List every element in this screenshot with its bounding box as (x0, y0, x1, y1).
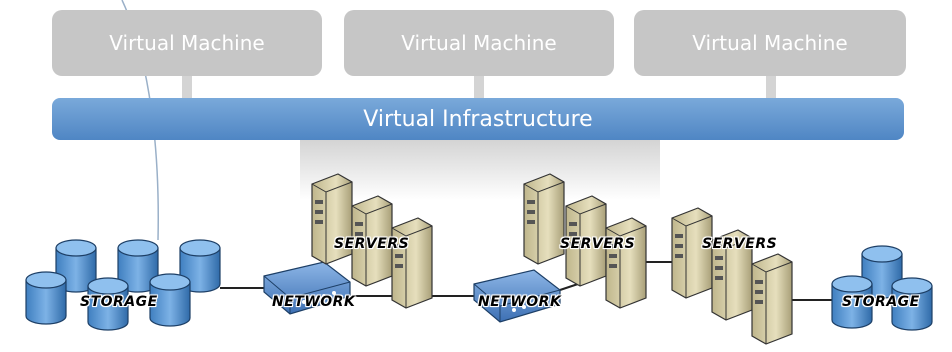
storage-right-label: STORAGE (842, 294, 920, 310)
vm-connector (182, 76, 192, 98)
vm-connector (474, 76, 484, 98)
storage-right-icon (831, 245, 933, 331)
storage-left-icon (25, 239, 221, 331)
network-left-label: NETWORK (272, 294, 356, 310)
servers-right-label: SERVERS (702, 236, 778, 252)
network-right-label: NETWORK (478, 294, 562, 310)
virtual-infrastructure-bar: Virtual Infrastructure (52, 98, 904, 140)
vm-connector (766, 76, 776, 98)
servers-mid-label: SERVERS (560, 236, 636, 252)
storage-left-label: STORAGE (80, 294, 158, 310)
virtual-machine-1: Virtual Machine (52, 10, 322, 76)
servers-right-icon (671, 207, 793, 345)
virtual-machine-3: Virtual Machine (634, 10, 906, 76)
vm-label: Virtual Machine (109, 31, 265, 55)
servers-left-label: SERVERS (334, 236, 410, 252)
infrastructure-label: Virtual Infrastructure (363, 106, 593, 132)
vm-label: Virtual Machine (401, 31, 557, 55)
vm-label: Virtual Machine (692, 31, 848, 55)
infrastructure-pedestal (300, 140, 660, 200)
virtual-machine-2: Virtual Machine (344, 10, 614, 76)
